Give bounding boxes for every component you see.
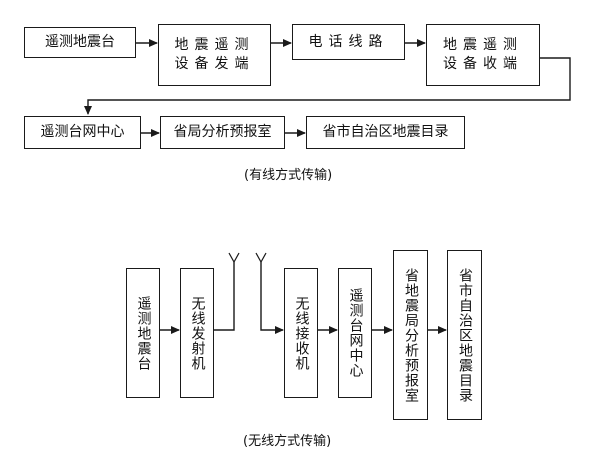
wired-receiver-label-line2: 设备收端 (443, 56, 523, 72)
receiver-antenna (260, 262, 284, 334)
wireless-transmitter-box: 无线发射机 (180, 268, 214, 398)
wired-sender-label-line1: 地震遥测 (174, 37, 255, 54)
wired-receiver-label-line1: 地震遥测 (443, 37, 523, 54)
wired-station-label: 遥测地震台 (45, 34, 115, 51)
wired-phone-line-box: 电话线路 (292, 24, 405, 60)
wired-station-box: 遥测地震台 (24, 27, 136, 58)
wired-caption: (有线方式传输) (244, 168, 333, 183)
wired-catalog-label: 省市自治区地震目录 (322, 124, 449, 141)
receiver-antenna-tip-icon (255, 252, 267, 264)
wireless-network-center-label: 遥测台网中心 (347, 288, 364, 378)
wired-bureau-label: 省局分析预报室 (173, 124, 272, 141)
wireless-station-box: 遥测地震台 (126, 268, 160, 398)
wired-network-center-label: 遥测台网中心 (40, 124, 125, 141)
wired-catalog-box: 省市自治区地震目录 (306, 116, 465, 149)
wired-receiver-box: 地震遥测 设备收端 (426, 24, 540, 86)
wired-arrow-receiver-to-center (84, 57, 571, 115)
wireless-catalog-label: 省市自治区地震目录 (456, 267, 473, 403)
wireless-station-label: 遥测地震台 (135, 295, 152, 371)
wired-sender-box: 地震遥测 设备发端 (158, 24, 271, 86)
wireless-receiver-label: 无线接收机 (293, 295, 310, 371)
wireless-bureau-label: 省地震局分析预报室 (402, 267, 419, 403)
wired-bureau-box: 省局分析预报室 (160, 116, 285, 149)
wired-sender-label-line2: 设备发端 (174, 56, 255, 72)
wireless-transmitter-label: 无线发射机 (189, 295, 206, 371)
wireless-bureau-box: 省地震局分析预报室 (393, 250, 428, 420)
wireless-receiver-box: 无线接收机 (284, 268, 318, 398)
transmitter-antenna-tip-icon (228, 252, 240, 264)
transmitter-antenna (214, 262, 235, 331)
wireless-caption: (无线方式传输) (243, 434, 332, 449)
wireless-network-center-box: 遥测台网中心 (338, 268, 372, 398)
wireless-catalog-box: 省市自治区地震目录 (447, 250, 482, 420)
wired-phone-line-label: 电话线路 (308, 33, 389, 50)
wired-network-center-box: 遥测台网中心 (24, 116, 141, 149)
